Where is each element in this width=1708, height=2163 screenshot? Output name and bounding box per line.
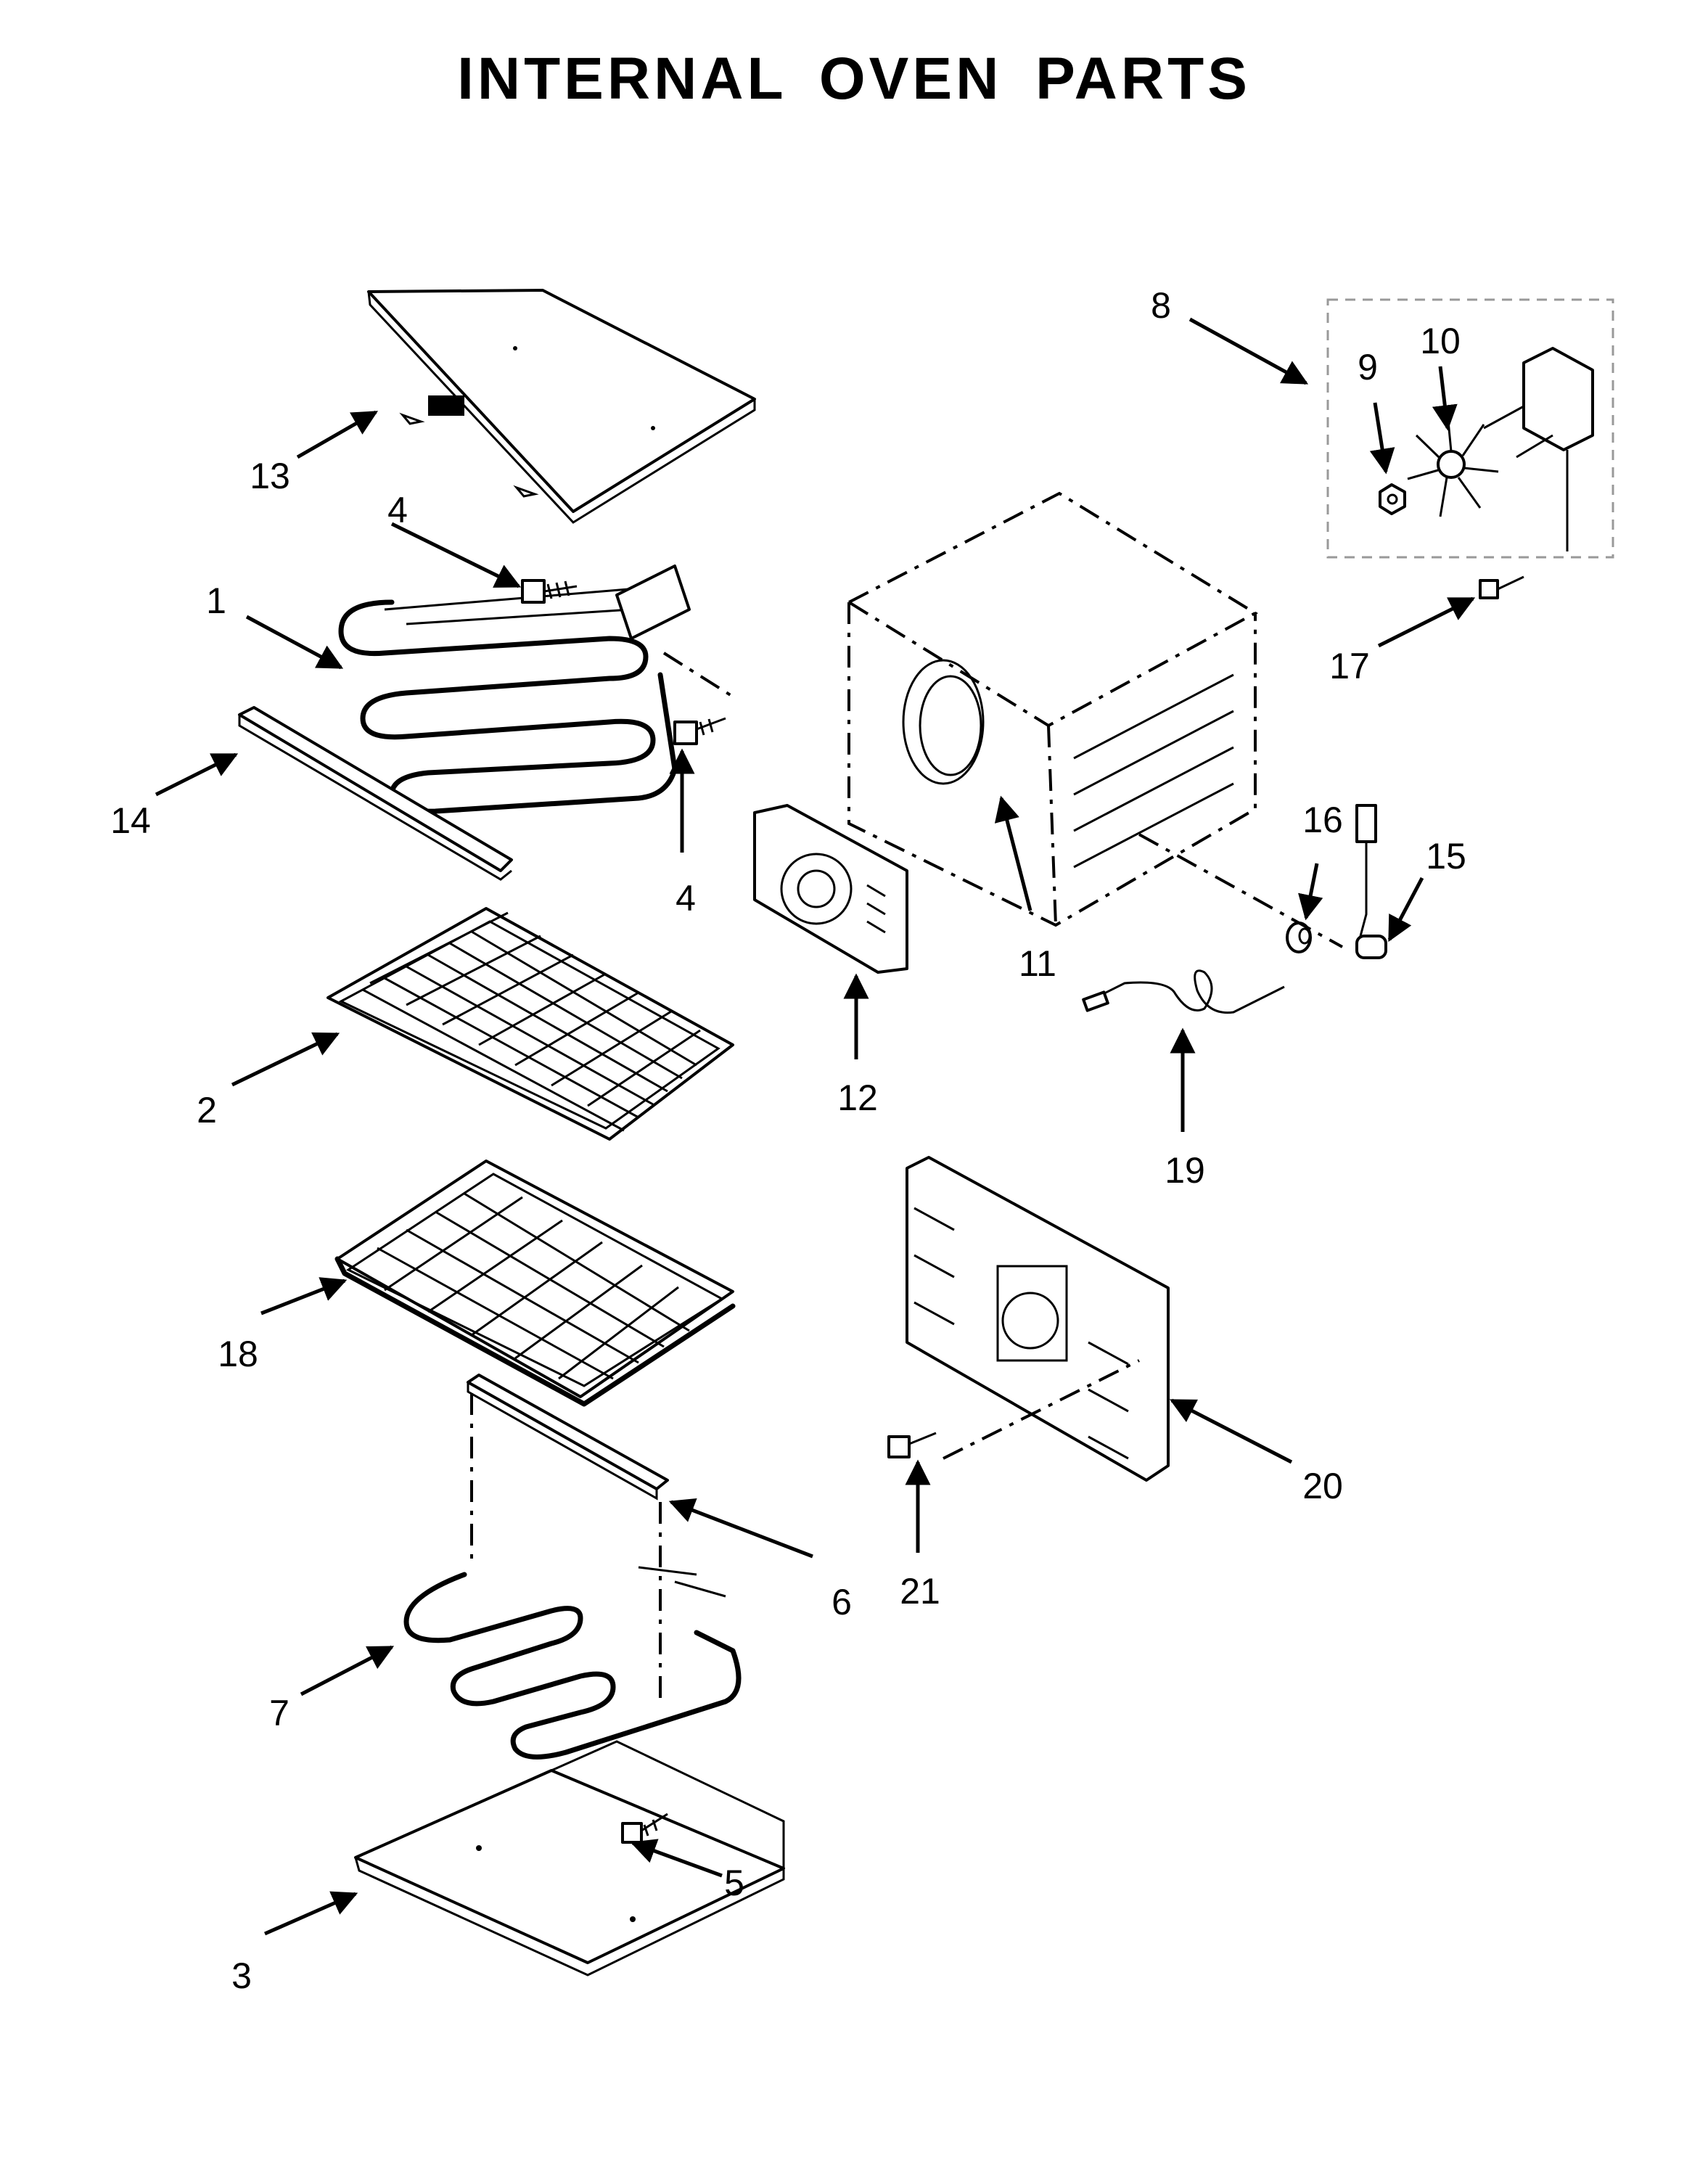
assembly-line [1138, 833, 1343, 948]
part-17-screw [1479, 575, 1524, 599]
part-10-fan-blade [1407, 413, 1499, 517]
callout-20: 20 [1302, 1466, 1343, 1506]
callout-10: 10 [1420, 321, 1461, 361]
part-4-screw-top [521, 579, 578, 604]
part-14-rail [238, 706, 513, 881]
part-21-screw [887, 1432, 937, 1458]
part-9-nut [1379, 483, 1406, 515]
callout-labels: 13 4 1 14 4 2 18 6 7 5 3 8 9 10 17 16 15… [110, 285, 1466, 1996]
callout-11: 11 [1019, 943, 1056, 984]
callout-14: 14 [110, 800, 151, 841]
part-4-screw-bottom [673, 717, 726, 745]
part-2-oven-rack [327, 907, 734, 1141]
callout-3: 3 [231, 1955, 252, 1996]
part-12-fan-cover [753, 804, 908, 974]
leader-lines [155, 317, 1476, 1936]
part-20-rear-panel [906, 1156, 1170, 1482]
part-18-roll-out-rack [334, 1160, 736, 1407]
diagram-title: INTERNAL OVEN PARTS [457, 46, 1251, 112]
part-15-sensor [1355, 804, 1387, 959]
callout-21: 21 [900, 1571, 940, 1612]
callout-12: 12 [837, 1078, 878, 1118]
callout-15: 15 [1426, 836, 1466, 877]
callout-18: 18 [218, 1334, 258, 1374]
part-8-motor [1483, 347, 1594, 551]
callout-6: 6 [832, 1582, 852, 1622]
part-6-bracket [467, 1374, 669, 1705]
callout-4-upper: 4 [387, 490, 408, 530]
callout-1: 1 [206, 580, 226, 621]
callout-7: 7 [269, 1693, 290, 1733]
callout-8: 8 [1151, 285, 1171, 326]
callout-19: 19 [1165, 1150, 1205, 1191]
callout-16: 16 [1302, 800, 1343, 840]
part-13-top-panel [367, 289, 756, 524]
part-8-fan-motor-assembly [1326, 298, 1614, 559]
callout-13: 13 [250, 456, 290, 496]
part-3-bottom-panel [354, 1740, 785, 1977]
callout-9: 9 [1358, 347, 1378, 387]
part-7-broil-element [403, 1566, 742, 1760]
callout-4-lower: 4 [676, 878, 696, 919]
callout-17: 17 [1329, 646, 1370, 686]
part-19-meat-probe [1082, 969, 1285, 1014]
callout-2: 2 [197, 1090, 217, 1130]
callout-5: 5 [724, 1863, 744, 1903]
part-11-oven-cavity [845, 491, 1259, 927]
